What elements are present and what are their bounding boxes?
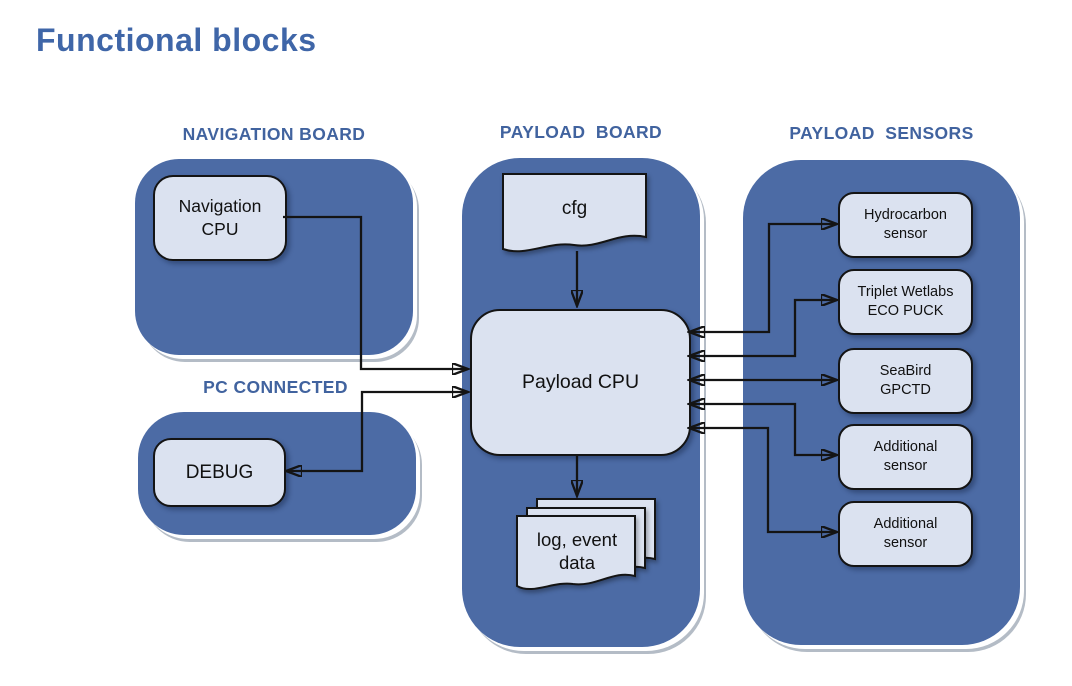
- sensor-node-seabird-gpctd: SeaBird GPCTD: [838, 348, 973, 414]
- page-title: Functional blocks: [36, 22, 317, 58]
- section-label-navigation-board: NAVIGATION BOARD: [182, 124, 366, 144]
- sensor-node-additional-1: Additional sensor: [838, 424, 973, 490]
- section-label-payload-sensors: PAYLOAD SENSORS: [789, 123, 974, 143]
- cfg-document-shape: [502, 173, 647, 253]
- sensor-node-triplet-wetlabs: Triplet Wetlabs ECO PUCK: [838, 269, 973, 335]
- section-label-pc-connected: PC CONNECTED: [203, 377, 348, 397]
- cfg-label: cfg: [561, 198, 588, 219]
- debug-node: DEBUG: [153, 438, 286, 507]
- payload-cpu-node: Payload CPU: [470, 309, 691, 456]
- log-event-data-label: log, event data: [536, 529, 618, 573]
- log-document-shape-front: [516, 515, 636, 591]
- section-label-payload-board: PAYLOAD BOARD: [499, 122, 663, 142]
- navigation-cpu-node: Navigation CPU: [153, 175, 287, 261]
- sensor-node-hydrocarbon: Hydrocarbon sensor: [838, 192, 973, 258]
- sensor-node-additional-2: Additional sensor: [838, 501, 973, 567]
